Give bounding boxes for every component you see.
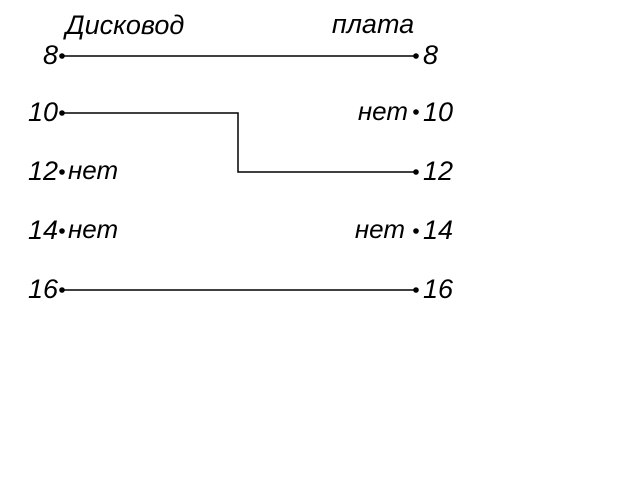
left-pin-label-10: 10	[28, 97, 58, 127]
right-pin-dot-8	[413, 53, 419, 59]
right-pin-label-14: 14	[423, 215, 453, 245]
right-pin-dot-12	[413, 169, 419, 175]
right-pin-label-12: 12	[423, 156, 453, 186]
left-pin-label-12: 12	[28, 156, 58, 186]
left-note-12: нет	[68, 155, 118, 185]
left-pin-label-16: 16	[28, 274, 59, 304]
right-pin-dot-10	[413, 109, 419, 115]
connection-line-10-12-stepped	[64, 112, 414, 173]
right-pin-dot-14	[413, 228, 419, 234]
right-note-10: нет	[358, 96, 408, 126]
left-pin-dot-8	[59, 53, 65, 59]
left-pin-dot-14	[59, 228, 65, 234]
right-column-header: плата	[332, 9, 414, 39]
left-pin-dot-16	[59, 287, 65, 293]
right-note-14: нет	[355, 214, 405, 244]
right-pin-label-10: 10	[423, 97, 453, 127]
right-pin-dot-16	[413, 287, 419, 293]
right-pin-label-8: 8	[423, 40, 438, 70]
left-pin-label-8: 8	[43, 40, 58, 70]
left-pin-dot-12	[59, 169, 65, 175]
left-pin-label-14: 14	[28, 215, 58, 245]
left-column-header: Дисковод	[63, 10, 185, 40]
left-pin-dot-10	[59, 110, 65, 116]
left-note-14: нет	[68, 214, 118, 244]
right-pin-label-16: 16	[423, 274, 454, 304]
